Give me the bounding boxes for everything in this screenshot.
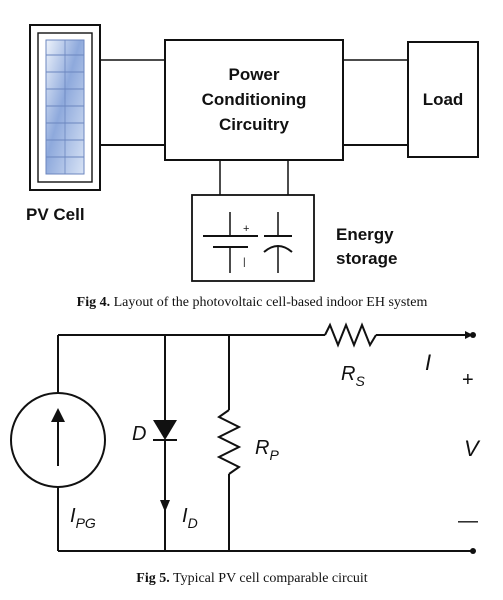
current-source-arrow-head — [51, 408, 65, 422]
load-label: Load — [423, 90, 464, 109]
fig5-caption-text: Typical PV cell comparable circuit — [170, 571, 368, 586]
fig4-caption: Fig 4. Layout of the photovoltaic cell-b… — [77, 295, 428, 310]
power-conditioning-label-line2: Conditioning — [202, 90, 307, 109]
battery-plus-sign: + — [243, 223, 249, 235]
pv-cell-label: PV Cell — [26, 205, 85, 224]
power-conditioning-label-line3: Circuitry — [219, 115, 289, 134]
fig5-caption-prefix: Fig 5. — [136, 571, 169, 586]
diode-triangle — [153, 420, 177, 440]
energy-storage-label-line1: Energy — [336, 225, 394, 244]
fig5-diagram: RS I + V — D RP IPG ID Fig 5. Typical PV… — [10, 322, 481, 586]
id-label-sub: D — [188, 515, 198, 531]
current-i-label: I — [425, 350, 431, 375]
battery-symbol: + | — [203, 212, 258, 273]
minus-label: — — [458, 510, 478, 532]
id-label: ID — [182, 505, 198, 531]
rs-label-main: R — [341, 363, 355, 385]
rp-resistor — [216, 409, 242, 475]
load-box — [407, 41, 479, 158]
rs-label-sub: S — [355, 373, 365, 389]
fig4-diagram: PV Cell Power Conditioning Circuitry Loa… — [26, 24, 479, 310]
terminal-minus — [470, 548, 476, 554]
fig5-caption: Fig 5. Typical PV cell comparable circui… — [136, 571, 367, 586]
energy-storage-box — [191, 194, 315, 282]
current-arrow-head — [465, 331, 473, 339]
pv-cell-grid-lines — [46, 40, 84, 174]
rp-label-main: R — [255, 437, 269, 459]
rs-resistor — [324, 322, 377, 348]
rp-label: RP — [255, 437, 279, 463]
power-conditioning-label-line1: Power — [228, 65, 279, 84]
ipg-label: IPG — [70, 505, 96, 531]
rs-label: RS — [341, 363, 365, 389]
id-arrow-head — [160, 500, 170, 512]
energy-storage-label-line2: storage — [336, 249, 397, 268]
pv-cell-outer-frame — [29, 24, 101, 191]
terminal-plus — [470, 332, 476, 338]
fig4-caption-text: Layout of the photovoltaic cell-based in… — [110, 295, 427, 310]
voltage-v-label: V — [464, 436, 481, 461]
capacitor-symbol — [263, 212, 293, 273]
rp-label-sub: P — [269, 447, 279, 463]
plus-label: + — [462, 369, 474, 391]
ipg-label-sub: PG — [76, 515, 96, 531]
power-conditioning-box — [164, 39, 344, 161]
id-label-main: I — [182, 505, 188, 527]
diode-d-label: D — [132, 423, 146, 445]
battery-minus-mark: | — [243, 257, 246, 268]
ipg-label-main: I — [70, 505, 76, 527]
pv-cell-panel — [29, 24, 101, 191]
fig4-caption-prefix: Fig 4. — [77, 295, 110, 310]
